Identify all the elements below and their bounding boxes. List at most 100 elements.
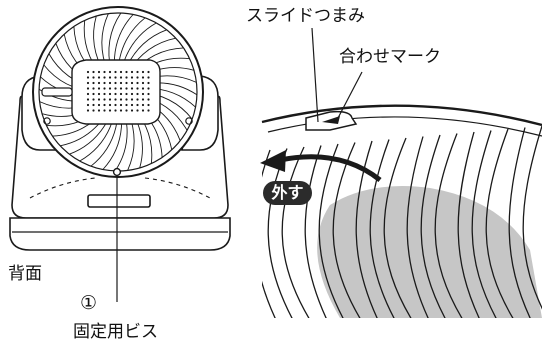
hub-dot [86,81,90,85]
hub-dot [103,92,106,96]
hub-dot [97,98,101,101]
hub-dot [119,87,123,90]
hub-dot [125,76,128,79]
closeup-spoke [318,143,345,318]
closeup-spoke [355,140,379,318]
label-fixing-screw: 固定用ビス [73,322,158,342]
hub-dot [147,103,150,107]
label-back-view: 背面 [8,264,42,284]
label-alignment-mark: 合わせマーク [339,47,441,67]
hub-dot [114,92,117,96]
hub-dot [92,70,95,74]
hub-dot [114,87,117,90]
hub-dot [136,92,139,96]
hub-dot [136,103,139,107]
hub-dot [114,103,117,107]
hub-dot [141,76,145,79]
hub-dot [103,103,106,107]
hub-dot [125,103,128,107]
hub-dot [103,87,106,90]
label-slide-knob: スライドつまみ [246,6,365,26]
closeup-spoke [383,137,413,318]
hub-dot [108,109,112,112]
hub-dot [92,92,95,96]
closeup-spoke [485,128,515,318]
hub-dot [141,70,145,74]
hub-dot [136,70,139,74]
hub-dot [86,98,90,101]
hub-dot [86,92,90,96]
closeup-spoke [434,133,464,318]
hub-dot [97,92,101,96]
hub-dot [119,76,123,79]
hub-dot [141,92,145,96]
hub-dot [136,87,139,90]
hub-dot [108,98,112,101]
hub-dot [147,92,150,96]
hub-dot [97,70,101,74]
alignment-mark [322,116,340,124]
closeup-spoke [304,145,328,318]
hub-dot [103,109,106,112]
guard-screw-left [43,117,51,125]
hub-dot [147,98,150,101]
hub-dot [97,76,101,79]
hub-dot [130,87,134,90]
closeup-spoke [457,131,481,318]
hub-dot [130,92,134,96]
hub-dot [125,98,128,101]
hub-dot [108,103,112,107]
hub-dot [103,81,106,85]
hub-dot [130,70,134,74]
hub-dot [119,81,123,85]
hub-dot [86,70,90,74]
hub-dot [86,87,90,90]
hub-dot [97,87,101,90]
closeup-spoke [471,130,498,318]
closeup-guard-spokes [262,125,542,318]
hub-dot [141,87,145,90]
hub-dot [108,81,112,85]
hub-dot [125,81,128,85]
hub-dot [141,98,145,101]
hub-dot [86,109,90,112]
hub-dot [103,70,106,74]
hub-dot [147,76,150,79]
fan-base [9,217,231,251]
hub-vent-dots [86,70,150,112]
hub-dot [119,92,123,96]
hub-dot [125,87,128,90]
hub-dot [125,109,128,112]
hub-dot [147,87,150,90]
slide-knob-leader [311,27,319,123]
hub-dot [125,92,128,96]
hub-dot [114,81,117,85]
label-callout-number: ① [80,292,98,314]
hub-dot [108,87,112,90]
hub-dot [92,109,95,112]
hub-dot [119,70,123,74]
closeup-view [262,105,542,318]
hub-dot [92,76,95,79]
hub-dot [147,109,150,112]
hub-dot [97,81,101,85]
fan-back-view [9,6,231,251]
hub-dot [114,70,117,74]
hub-dot [141,81,145,85]
hub-dot [114,76,117,79]
hub-dot [136,109,139,112]
closeup-spoke [262,149,277,318]
hub-dot [92,81,95,85]
hub-dot [147,70,150,74]
closeup-spoke [281,146,311,318]
hub-dot [141,103,145,107]
remove-badge: 外す [263,181,312,205]
hub-dot [119,109,123,112]
hub-dot [136,98,139,101]
closeup-spoke [406,136,430,318]
hub-dot [114,98,117,101]
hub-dot [108,70,112,74]
alignment-mark-leader [337,71,363,119]
hub-dot [86,103,90,107]
